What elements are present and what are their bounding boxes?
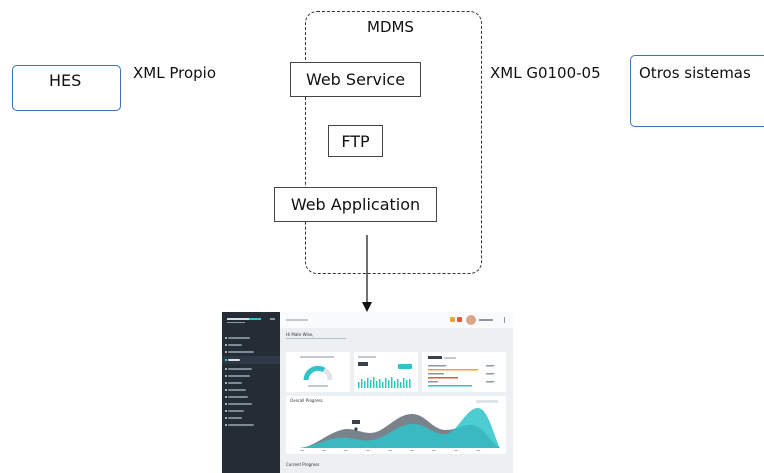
dashboard-sidebar bbox=[222, 312, 280, 473]
otros-sistemas-box: Otros sistemas bbox=[630, 55, 764, 127]
arrow-connector bbox=[362, 235, 372, 312]
web-application-box: Web Application bbox=[274, 187, 437, 222]
ftp-box: FTP bbox=[328, 125, 383, 157]
mdms-title: MDMS bbox=[367, 18, 414, 36]
web-service-label: Web Service bbox=[305, 70, 406, 89]
dashboard-gauge-card bbox=[286, 352, 350, 392]
hes-box: HES bbox=[12, 65, 121, 111]
dashboard-screenshot: Hi Mate Wise, bbox=[222, 312, 513, 473]
dashboard-footer-title: Current Progress bbox=[286, 462, 320, 467]
dashboard-topbar bbox=[280, 312, 513, 328]
dashboard-chart-card: Overall Progress bbox=[286, 396, 506, 454]
dashboard-progress-card bbox=[422, 352, 506, 392]
xml-propio-label: XML Propio bbox=[133, 64, 217, 82]
xml-g0100-label: XML G0100-05 bbox=[490, 64, 601, 82]
mdms-frame bbox=[305, 11, 482, 274]
dashboard-page-title: Hi Mate Wise, bbox=[286, 332, 314, 337]
dashboard-bars-card bbox=[354, 352, 418, 392]
dashboard-main: Hi Mate Wise, bbox=[280, 312, 513, 473]
ftp-label: FTP bbox=[341, 131, 370, 151]
web-application-label: Web Application bbox=[290, 195, 421, 214]
dashboard-chart-title: Overall Progress bbox=[290, 398, 323, 403]
web-service-box: Web Service bbox=[290, 62, 421, 97]
otros-sistemas-label: Otros sistemas bbox=[639, 64, 751, 82]
hes-label: HES bbox=[49, 71, 82, 90]
